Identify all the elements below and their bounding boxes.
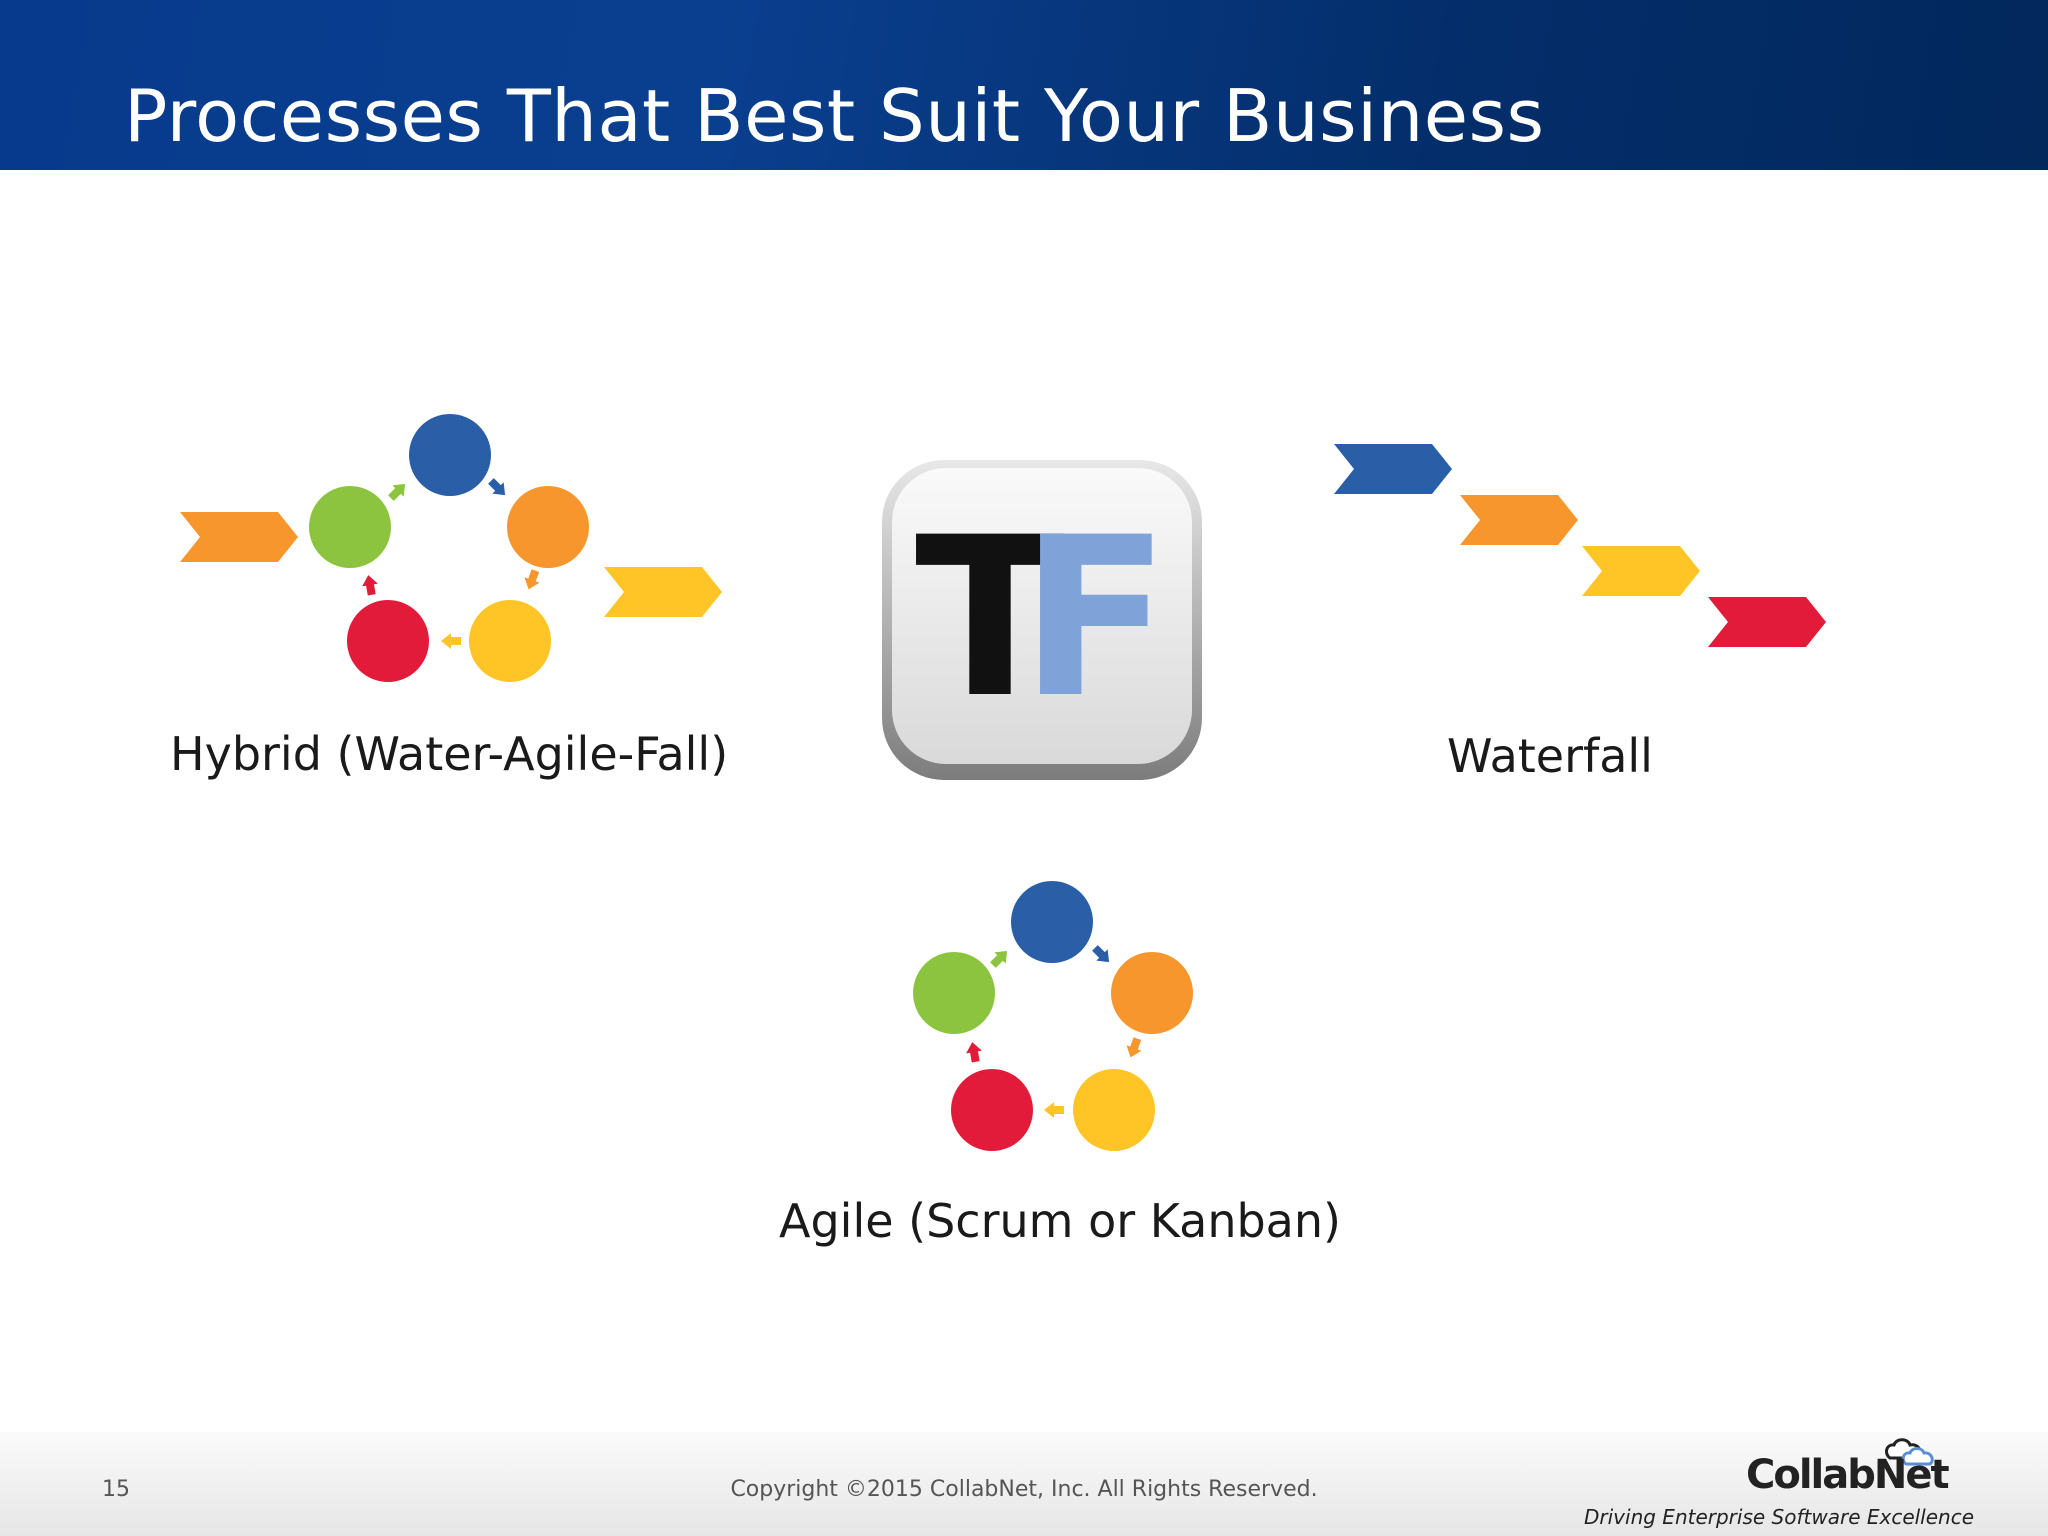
- hybrid-blue-circle: [409, 414, 491, 496]
- copyright-text: Copyright ©2015 CollabNet, Inc. All Righ…: [730, 1477, 1318, 1502]
- agile-arrow-yellow: [1044, 1102, 1064, 1118]
- collabnet-logo: CollabNet.: [1746, 1438, 1950, 1494]
- tf-app-logo: T F: [882, 460, 1202, 780]
- collabnet-logo-text: CollabNet.: [1746, 1452, 1950, 1494]
- agile-yellow-circle: [1073, 1069, 1155, 1151]
- waterfall-step-yellow: [1582, 546, 1700, 596]
- slide-title: Processes That Best Suit Your Business: [124, 74, 1545, 158]
- agile-blue-circle: [1011, 881, 1093, 963]
- agile-red-circle: [951, 1069, 1033, 1151]
- waterfall-step-orange: [1460, 495, 1578, 545]
- hybrid-label: Hybrid (Water-Agile-Fall): [170, 727, 729, 781]
- hybrid-arrow-red: [362, 575, 378, 596]
- agile-green-circle: [913, 952, 995, 1034]
- tf-letter-t: T: [915, 490, 1065, 746]
- tagline-text: Driving Enterprise Software Excellence: [1584, 1505, 1975, 1529]
- hybrid-output-chevron: [604, 567, 722, 617]
- footer-bar: 15 Copyright ©2015 CollabNet, Inc. All R…: [0, 1432, 2048, 1536]
- hybrid-cycle-diagram: [180, 414, 722, 682]
- hybrid-input-chevron: [180, 512, 298, 562]
- page-number: 15: [102, 1477, 130, 1502]
- agile-orange-circle: [1111, 952, 1193, 1034]
- waterfall-step-blue: [1334, 444, 1452, 494]
- hybrid-arrow-yellow: [441, 633, 461, 649]
- agile-arrow-green: [990, 950, 1008, 968]
- tf-letter-f: F: [1020, 490, 1170, 746]
- waterfall-label: Waterfall: [1447, 729, 1653, 783]
- agile-cycle-diagram: [913, 881, 1193, 1151]
- cloud-icon: [1885, 1438, 1934, 1466]
- hybrid-arrow-blue: [488, 478, 506, 496]
- hybrid-arrow-orange: [524, 569, 540, 590]
- hybrid-arrow-green: [388, 483, 406, 501]
- waterfall-diagram: [1334, 444, 1826, 647]
- agile-arrow-red: [966, 1042, 982, 1063]
- agile-arrow-orange: [1126, 1037, 1142, 1058]
- hybrid-green-circle: [309, 486, 391, 568]
- waterfall-step-red: [1708, 597, 1826, 647]
- hybrid-yellow-circle: [469, 600, 551, 682]
- agile-arrow-blue: [1092, 945, 1110, 963]
- hybrid-red-circle: [347, 600, 429, 682]
- agile-label: Agile (Scrum or Kanban): [779, 1194, 1341, 1248]
- header-bar: Processes That Best Suit Your Business: [0, 0, 2048, 170]
- hybrid-orange-circle: [507, 486, 589, 568]
